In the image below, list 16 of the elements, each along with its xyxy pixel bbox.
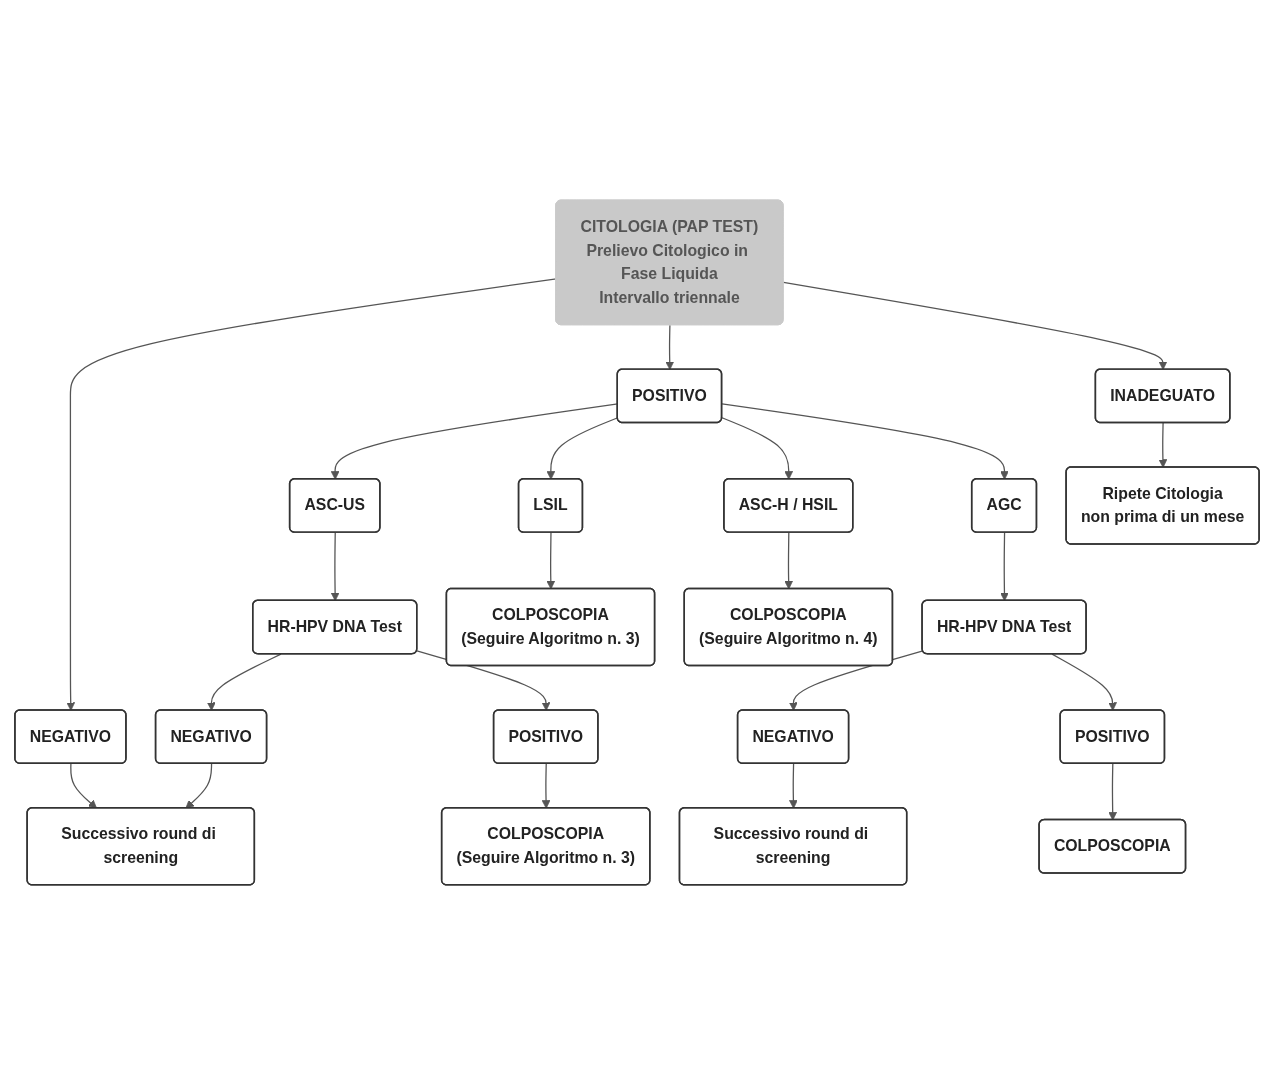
- arrow: [545, 532, 555, 590]
- arrow: [1050, 653, 1117, 711]
- arrow: [782, 281, 1167, 370]
- arrow: [541, 763, 550, 809]
- arrow: [1107, 763, 1117, 821]
- arrow: [69, 763, 97, 809]
- arrow: [664, 324, 674, 370]
- arrow: [184, 763, 212, 809]
- arrow: [330, 532, 339, 602]
- arrow: [999, 532, 1009, 602]
- arrow: [330, 403, 618, 480]
- arrow: [546, 417, 618, 480]
- arrow: [206, 653, 282, 711]
- arrow: [783, 532, 793, 590]
- arrow: [1158, 422, 1167, 468]
- arrow: [788, 763, 798, 809]
